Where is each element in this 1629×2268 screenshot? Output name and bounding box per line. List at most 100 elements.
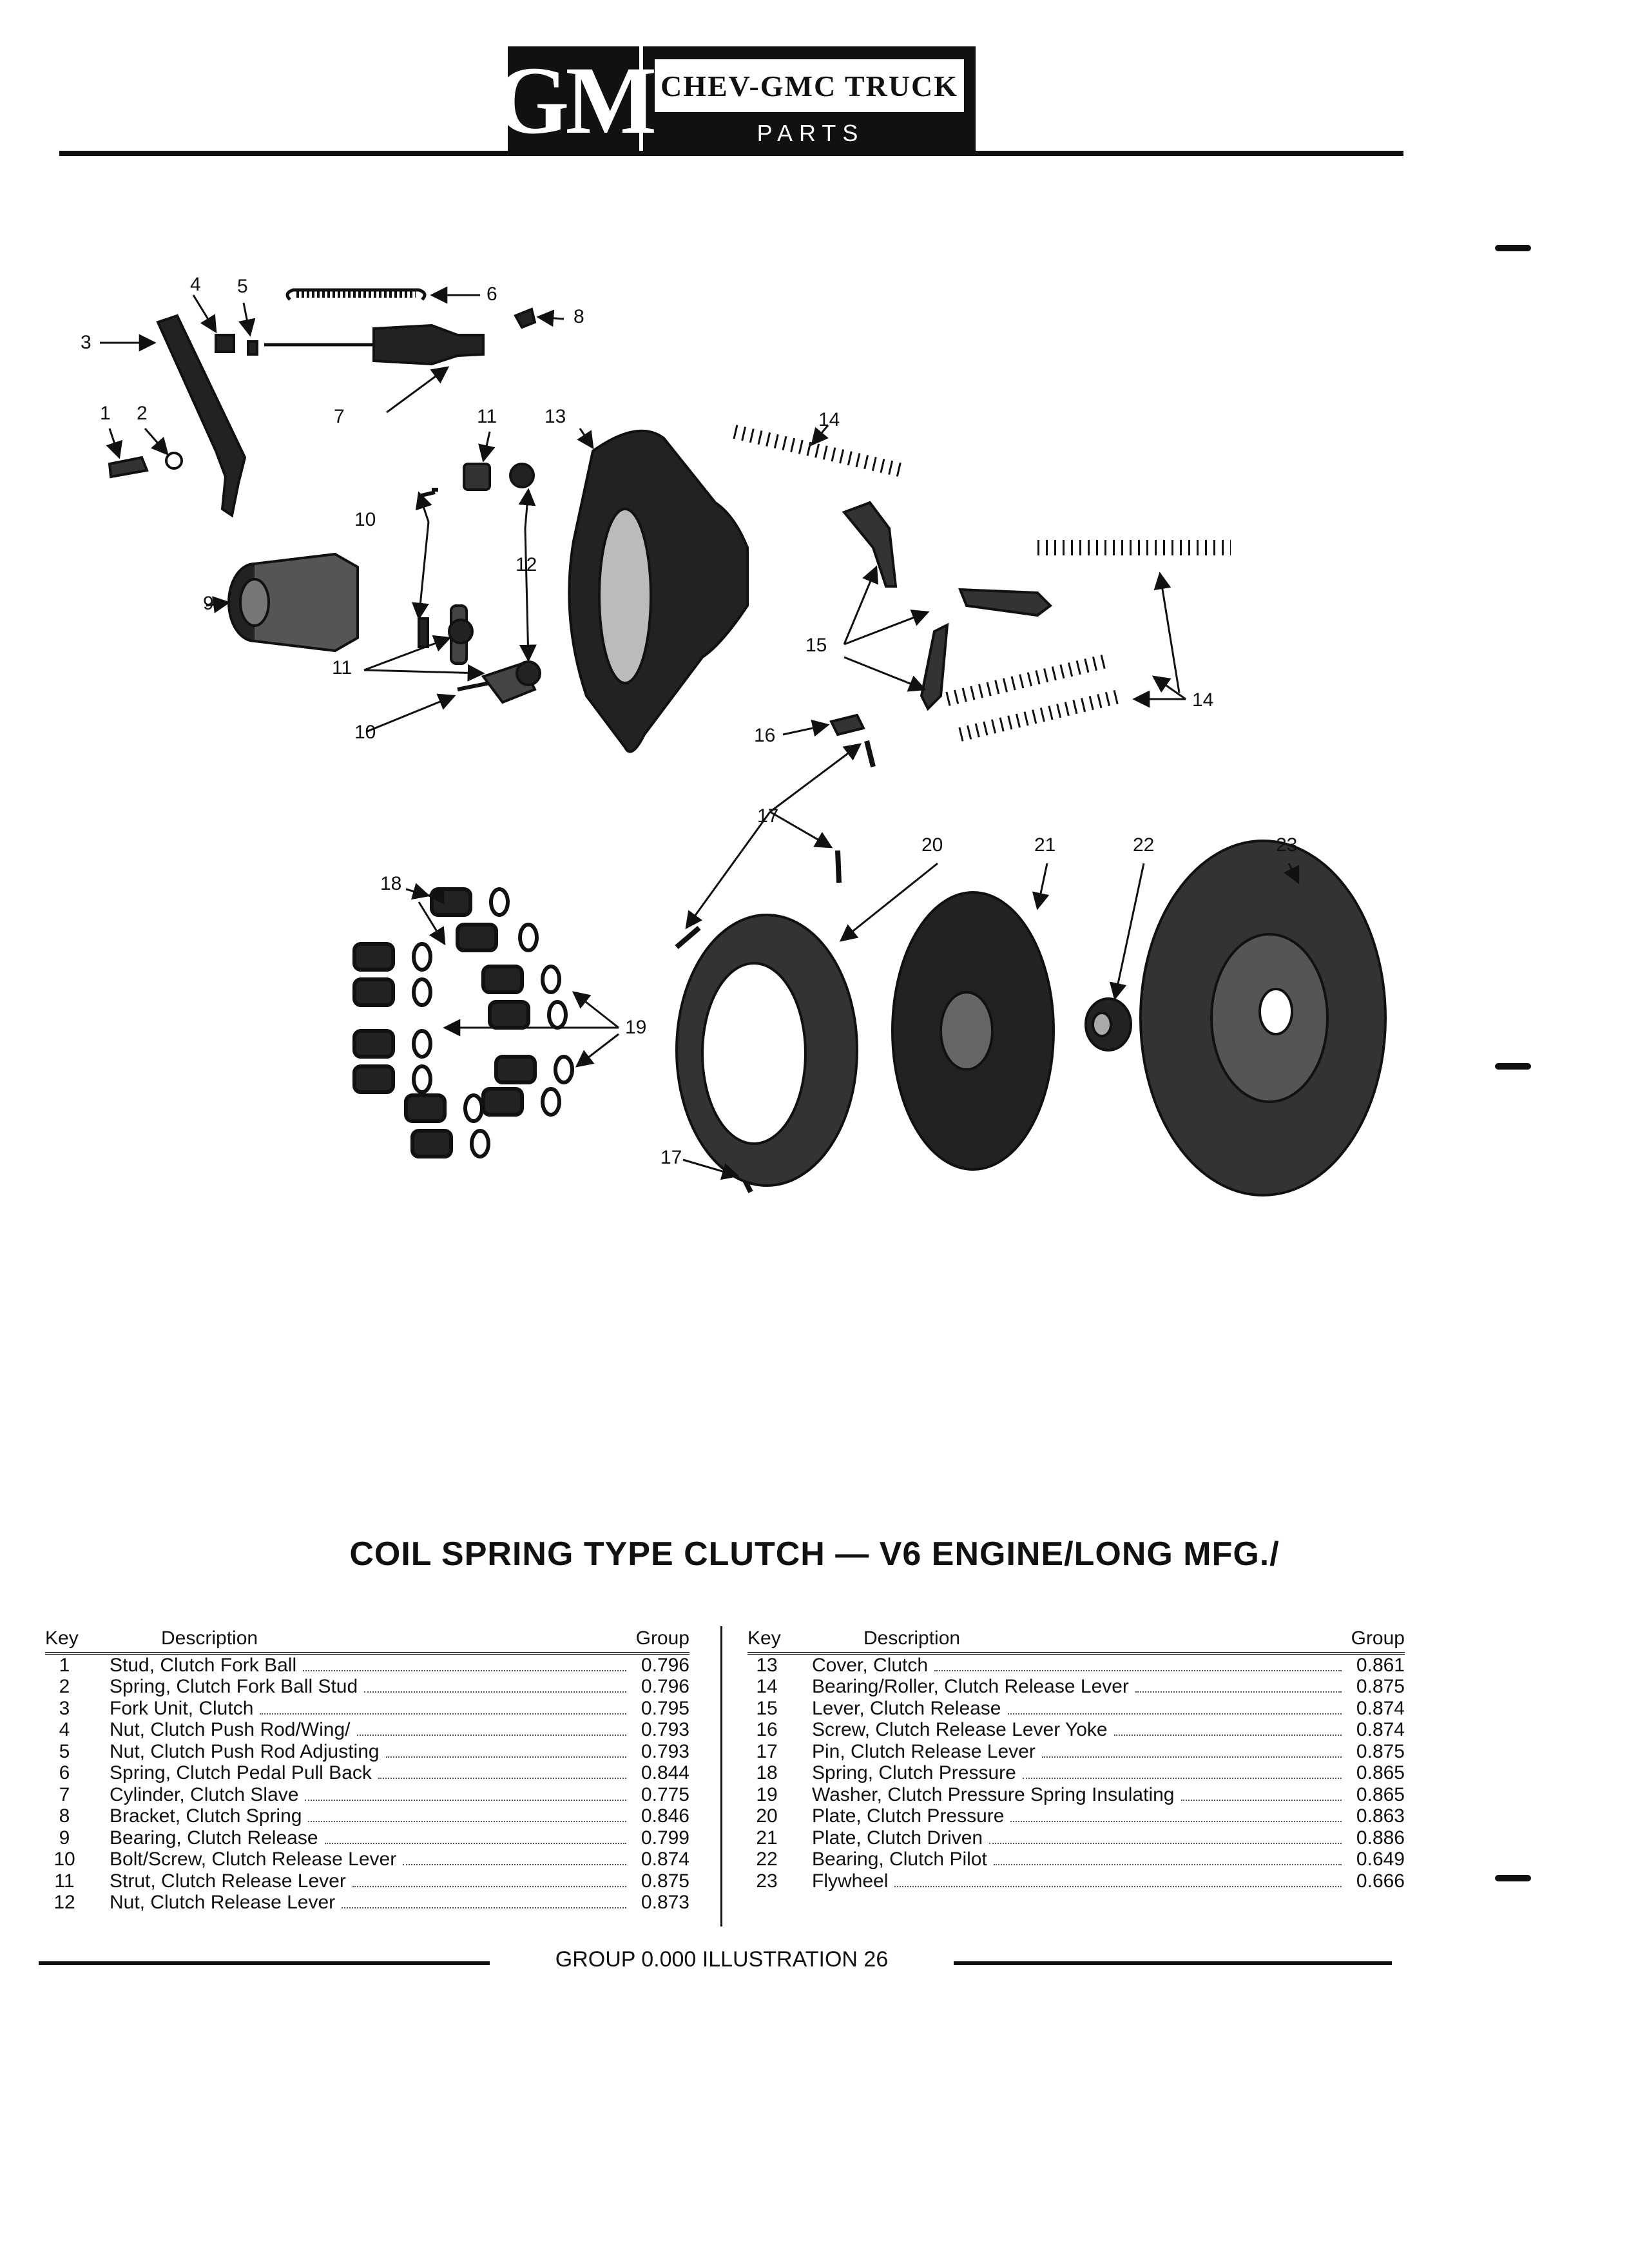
part-description-text: Bearing/Roller, Clutch Release Lever (812, 1676, 1129, 1698)
part-key: 12 (53, 1892, 75, 1914)
release-lever-nut (509, 463, 535, 488)
part-description-text: Cylinder, Clutch Slave (110, 1783, 299, 1805)
leader-dots (342, 1907, 626, 1909)
callout-2: 2 (137, 403, 148, 424)
part-description: Plate, Clutch Pressure (786, 1805, 1348, 1827)
leader-dots (305, 1799, 626, 1801)
part-key: 2 (59, 1676, 70, 1698)
footer-rule-right (954, 1961, 1392, 1965)
clutch-release-lever (842, 501, 898, 588)
push-rod-wing-nut (215, 334, 235, 353)
part-description: Bracket, Clutch Spring (84, 1805, 633, 1827)
part-description-text: Washer, Clutch Pressure Spring Insulatin… (812, 1783, 1175, 1805)
leader-dots (260, 1713, 626, 1715)
part-key: 16 (756, 1719, 778, 1741)
callout-10: 10 (354, 722, 376, 743)
clutch-pressure-springs (352, 887, 537, 1158)
part-description: Screw, Clutch Release Lever Yoke (786, 1719, 1348, 1741)
part-description-text: Bearing, Clutch Release (110, 1827, 318, 1849)
part-group: 0.875 (641, 1870, 689, 1892)
leader-dots (403, 1864, 626, 1866)
part-key: 1 (59, 1654, 70, 1676)
part-description-text: Stud, Clutch Fork Ball (110, 1654, 297, 1676)
leader-dots (989, 1842, 1342, 1844)
part-description-text: Screw, Clutch Release Lever Yoke (812, 1719, 1108, 1741)
release-lever-bolt (418, 488, 438, 498)
leader-dots (352, 1885, 626, 1887)
part-description: Nut, Clutch Push Rod Adjusting (84, 1741, 633, 1763)
callout-14-top: 14 (818, 409, 840, 430)
illustration-title: COIL SPRING TYPE CLUTCH — V6 ENGINE/LONG… (349, 1535, 1280, 1573)
part-description: Spring, Clutch Fork Ball Stud (84, 1676, 633, 1698)
fork-ball-stud-spring (165, 452, 183, 470)
part-group: 0.874 (1356, 1697, 1405, 1719)
part-description: Bearing, Clutch Release (84, 1827, 633, 1849)
part-description-text: Bearing, Clutch Pilot (812, 1849, 987, 1870)
part-group: 0.799 (641, 1827, 689, 1849)
callout-8: 8 (574, 306, 584, 327)
part-key: 8 (59, 1805, 70, 1827)
part-key: 5 (59, 1740, 70, 1762)
part-description: Fork Unit, Clutch (84, 1698, 633, 1720)
part-description-text: Bracket, Clutch Spring (110, 1805, 302, 1827)
part-group: 0.873 (641, 1892, 689, 1914)
part-description: Nut, Clutch Push Rod/Wing/ (84, 1719, 633, 1741)
callout-19: 19 (625, 1017, 647, 1038)
part-key: 17 (756, 1740, 778, 1762)
part-group: 0.775 (641, 1783, 689, 1805)
part-description-text: Plate, Clutch Pressure (812, 1805, 1005, 1827)
part-description: Lever, Clutch Release (786, 1698, 1348, 1720)
part-description: Nut, Clutch Release Lever (84, 1892, 633, 1914)
leader-dots (1181, 1799, 1342, 1801)
callout-11: 11 (332, 657, 352, 678)
clutch-cover (568, 429, 749, 753)
part-key: 14 (756, 1676, 778, 1698)
release-lever-strut (463, 463, 491, 491)
callout-14: 14 (1192, 689, 1214, 711)
part-description-text: Spring, Clutch Pressure (812, 1762, 1016, 1784)
part-description: Pin, Clutch Release Lever (786, 1741, 1348, 1763)
part-group: 0.793 (641, 1719, 689, 1741)
leader-dots (303, 1669, 626, 1671)
part-description: Stud, Clutch Fork Ball (84, 1655, 633, 1677)
part-key: 21 (756, 1827, 778, 1849)
leader-dots (894, 1885, 1342, 1887)
callout-21: 21 (1034, 834, 1056, 856)
brand-box: CHEV-GMC TRUCK (655, 59, 964, 112)
leader-dots (378, 1778, 626, 1780)
callout-10-top: 10 (354, 509, 376, 530)
push-rod-adjusting-nut (247, 340, 258, 356)
part-key: 22 (756, 1849, 778, 1870)
part-key: 18 (756, 1762, 778, 1784)
header-group: Group (635, 1628, 689, 1649)
clutch-fork (156, 314, 247, 518)
part-key: 3 (59, 1697, 70, 1719)
callout-23: 23 (1276, 834, 1298, 856)
header-description: Description (863, 1628, 961, 1649)
part-key: 13 (756, 1654, 778, 1676)
callout-20: 20 (921, 834, 943, 856)
part-description: Spring, Clutch Pressure (786, 1762, 1348, 1784)
callout-5: 5 (237, 276, 248, 297)
callout-1: 1 (100, 403, 111, 424)
release-lever-roller (733, 425, 904, 477)
diagram-artwork (100, 286, 1387, 1196)
callout-7: 7 (334, 406, 345, 427)
part-description-text: Nut, Clutch Release Lever (110, 1892, 336, 1914)
part-description: Spring, Clutch Pedal Pull Back (84, 1762, 633, 1784)
